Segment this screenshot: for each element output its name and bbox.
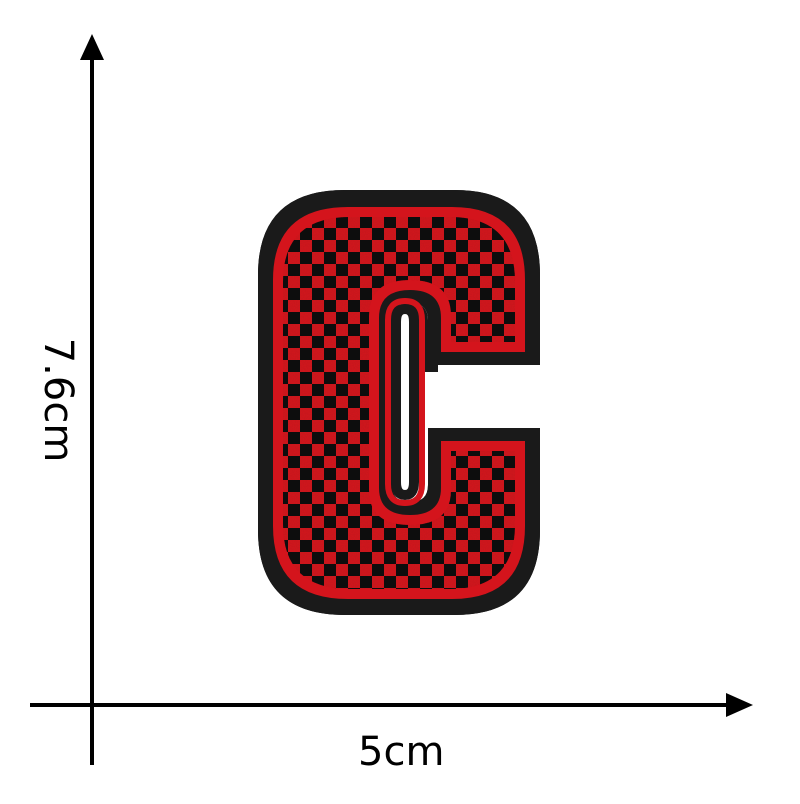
patch-checkered-fill [283,217,515,589]
horizontal-arrow-icon [726,693,753,717]
width-label: 5cm [358,729,445,775]
letter-c-patch [258,190,540,615]
measurement-axes [30,34,753,765]
vertical-arrow-icon [80,34,104,60]
patch-inner-slot-outline [385,297,425,507]
height-label: 7.6cm [35,337,81,463]
patch-inner-slot [391,303,419,501]
